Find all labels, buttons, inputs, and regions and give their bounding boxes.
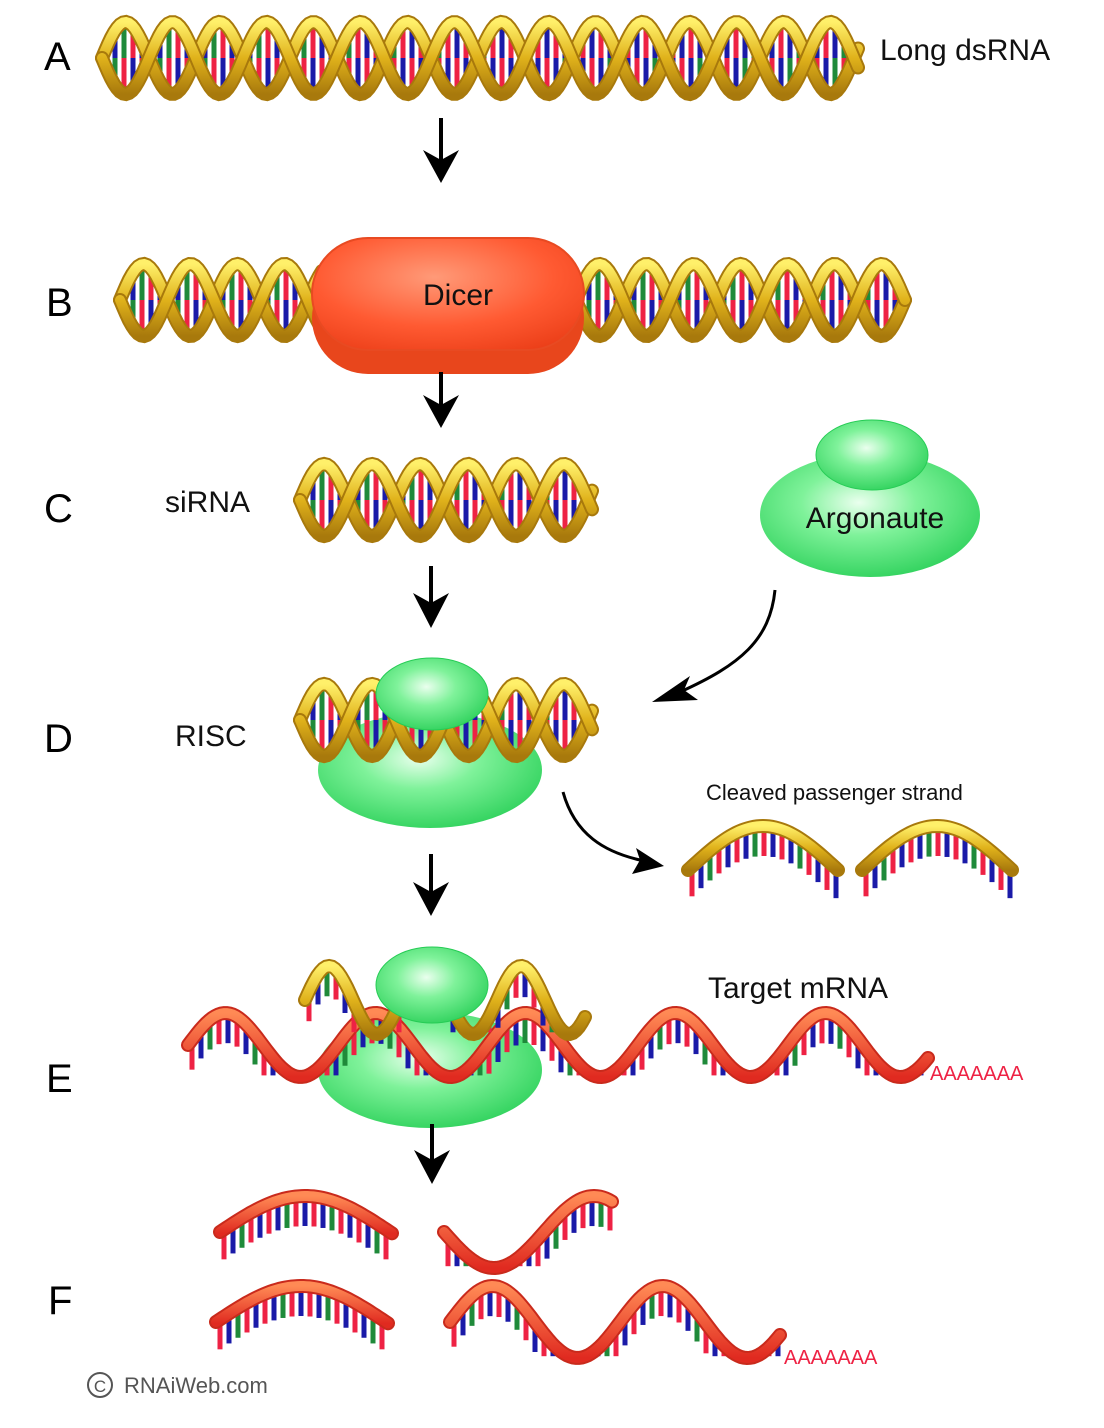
arrow-risc-to-passenger	[561, 791, 664, 874]
risc-argonaute-top	[375, 657, 489, 731]
step-label-e: E	[46, 1057, 73, 1101]
sirna-helix	[293, 456, 599, 544]
cleaved-passenger-fragment-1	[681, 818, 845, 899]
long-dsrna-helix	[95, 14, 865, 102]
mrna-fragment-3	[209, 1279, 395, 1350]
copyright-symbol: C	[94, 1377, 106, 1396]
step-label-d: D	[44, 717, 73, 761]
dicer-label: Dicer	[423, 279, 493, 312]
cleaved-passenger-label: Cleaved passenger strand	[706, 780, 963, 805]
risc-label: RISC	[175, 720, 247, 753]
cleaved-passenger-fragment-2	[855, 818, 1019, 899]
long-dsrna-label: Long dsRNA	[880, 34, 1050, 67]
mrna-fragment-1	[213, 1189, 399, 1260]
target-mrna-label: Target mRNA	[708, 972, 888, 1005]
arrow-a-to-b	[423, 118, 459, 183]
mrna-fragment-2	[437, 1188, 619, 1276]
target-mrna-strand	[181, 1005, 935, 1085]
step-label-a: A	[44, 35, 71, 79]
step-label-c: C	[44, 487, 73, 531]
risc-argonaute-top-e	[375, 946, 489, 1024]
dsrna-helix-right	[569, 256, 912, 344]
arrow-d-to-e	[413, 854, 449, 916]
argonaute-label: Argonaute	[806, 502, 944, 535]
copyright-mark: C	[87, 1372, 113, 1398]
copyright-text: RNAiWeb.com	[124, 1373, 268, 1398]
dsrna-helix-left	[113, 256, 329, 344]
step-label-b: B	[46, 281, 73, 325]
arrow-c-to-d	[413, 566, 449, 628]
arrow-e-to-f	[414, 1124, 450, 1184]
arrow-b-to-c	[423, 372, 459, 428]
mrna-fragment-4	[443, 1278, 787, 1366]
sirna-label: siRNA	[165, 486, 250, 519]
poly-a-tail-f: AAAAAAA	[784, 1347, 878, 1369]
poly-a-tail-e: AAAAAAA	[930, 1063, 1024, 1085]
arrow-argonaute-to-risc	[652, 589, 777, 702]
step-label-f: F	[48, 1279, 72, 1323]
argonaute-protein	[760, 419, 980, 577]
dicer-enzyme	[311, 237, 585, 374]
